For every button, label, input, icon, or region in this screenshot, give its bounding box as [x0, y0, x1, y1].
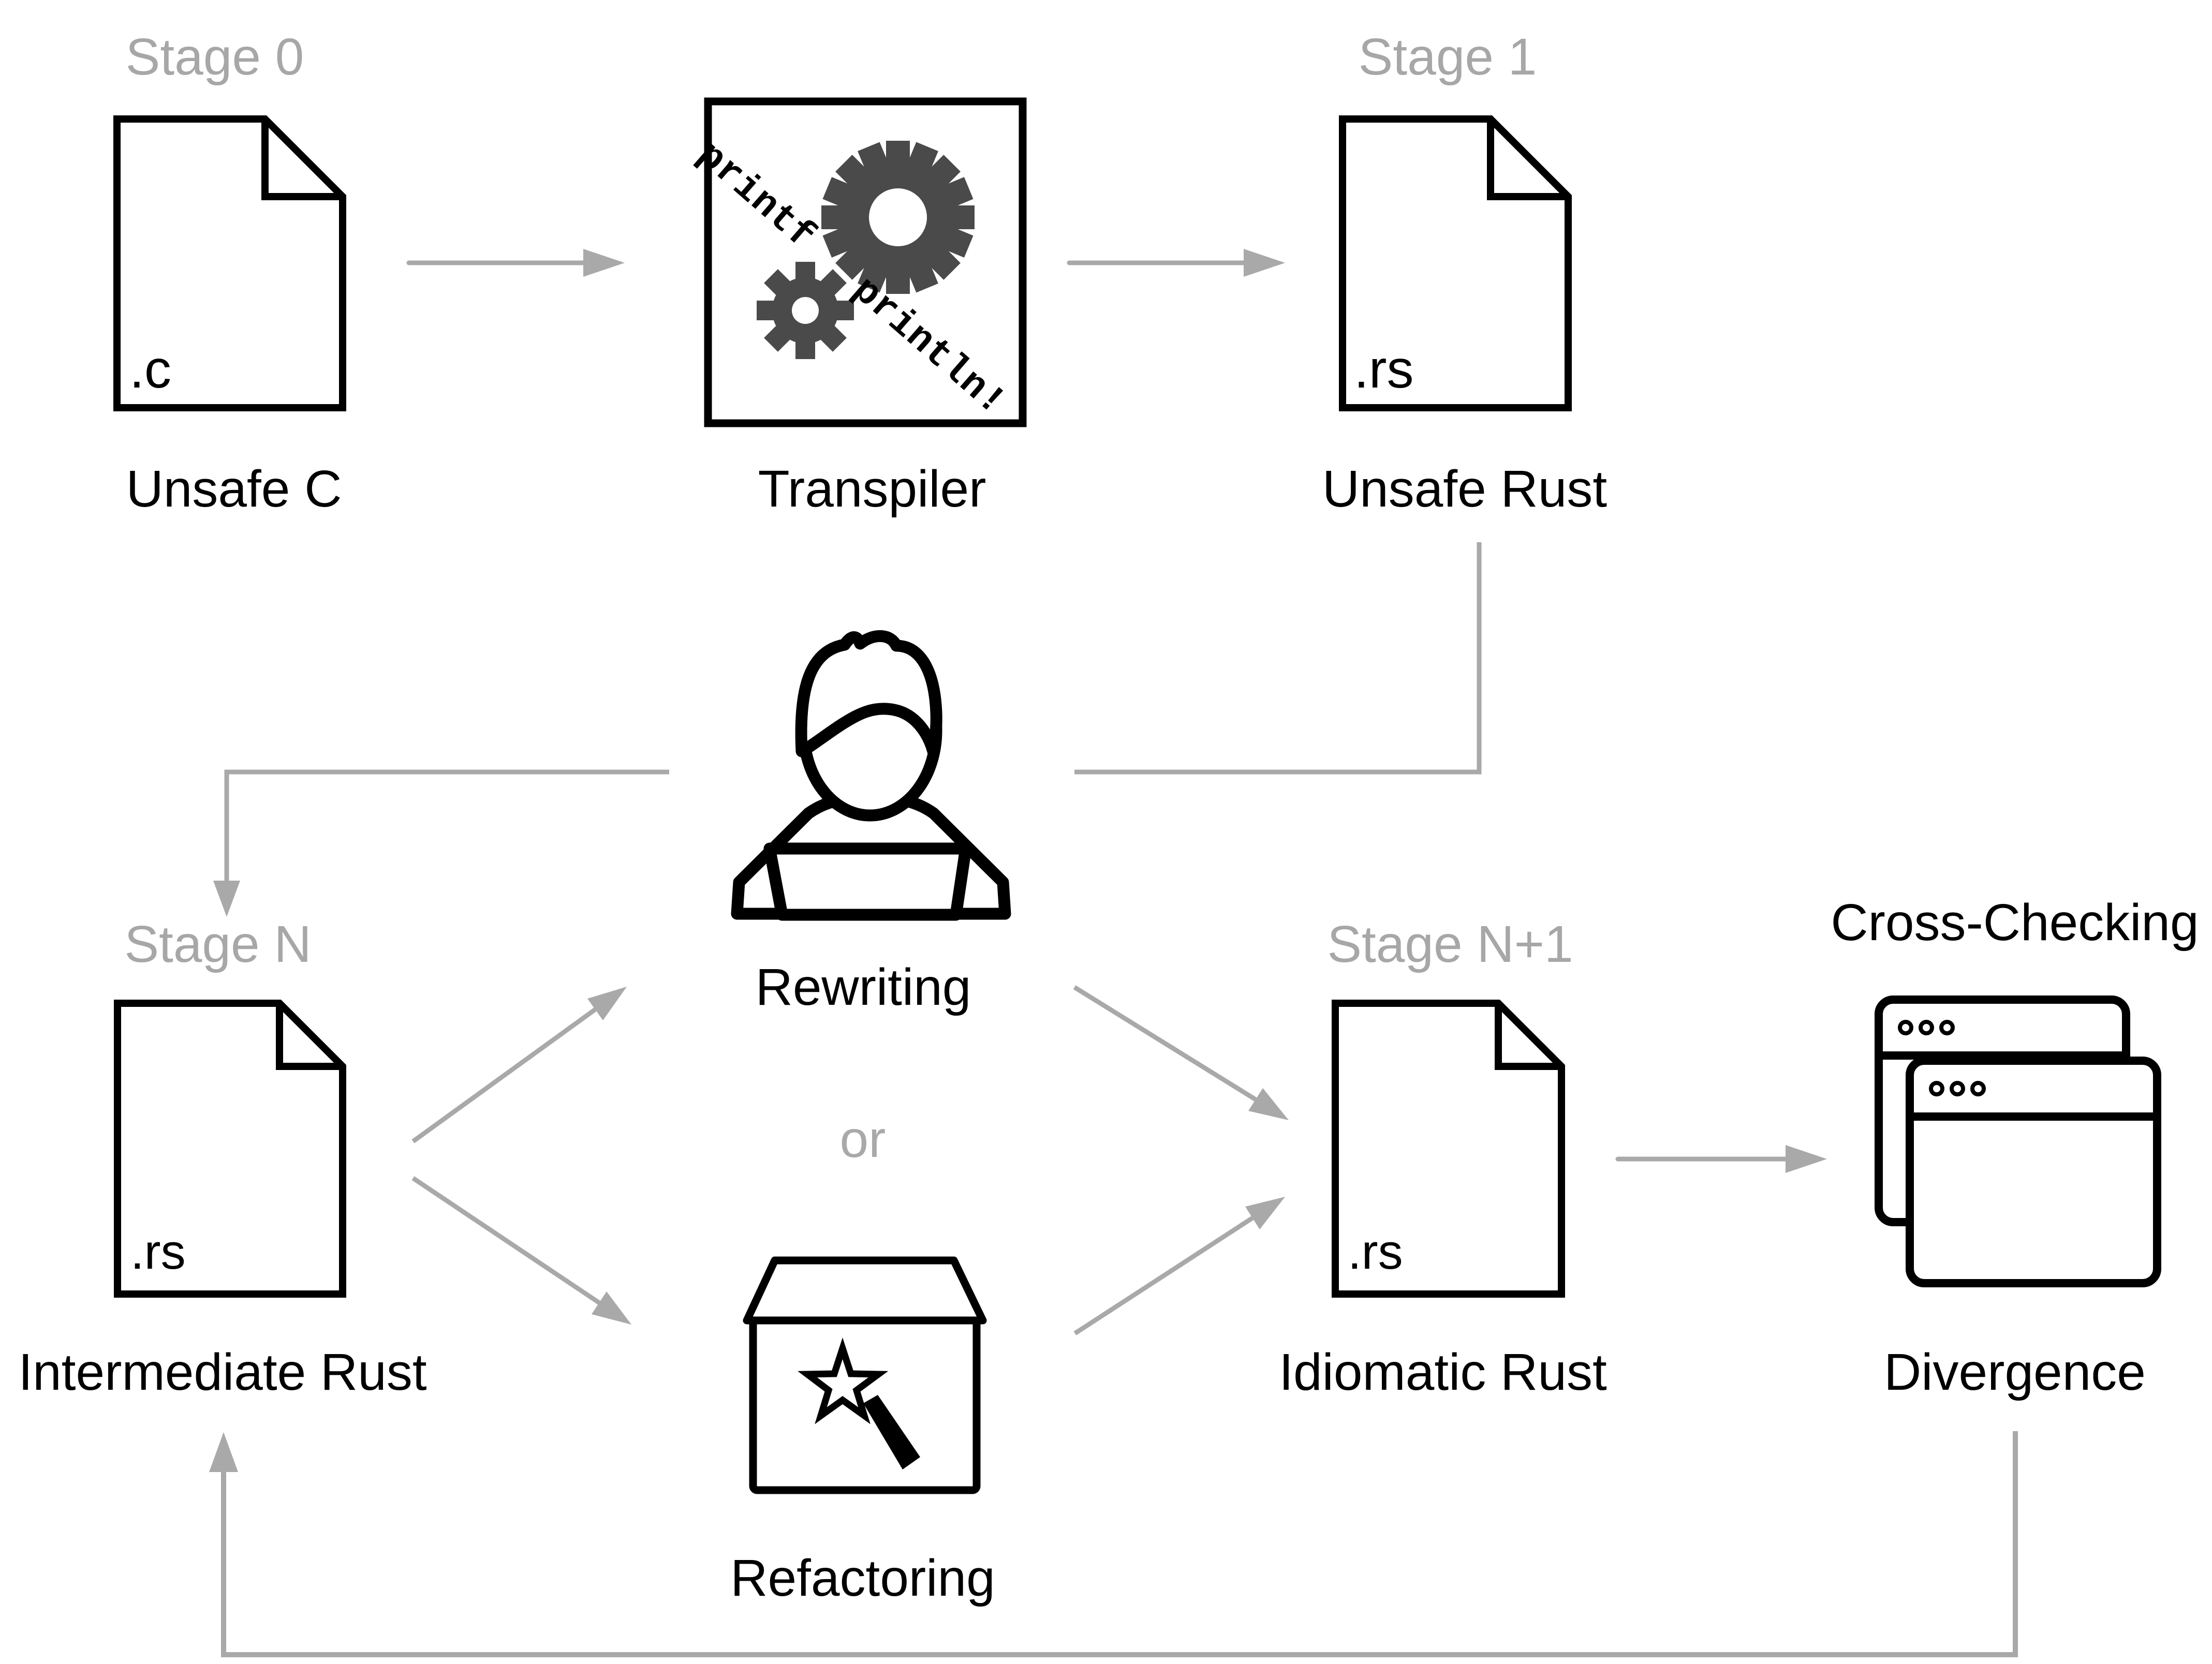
front-window [1906, 1057, 2161, 1287]
arrow-intermediate-to-rewriting [411, 987, 627, 1143]
overlapping-windows-icon [1875, 996, 2161, 1287]
unsafe-rust-caption: Unsafe Rust [1322, 460, 1608, 518]
stage0-label: Stage 0 [125, 28, 304, 86]
rs-file-extension-unsafe: .rs [1354, 339, 1414, 399]
c-file-extension: .c [129, 339, 171, 399]
arrow-rewriting-to-idiomatic [1073, 985, 1289, 1120]
rs-file-extension-intermediate: .rs [130, 1224, 186, 1280]
stage1-label: Stage 1 [1358, 28, 1537, 86]
magic-wand-box-icon [743, 1256, 987, 1494]
magic-wand [798, 1338, 920, 1469]
rs-file-icon-idiomatic [1332, 1000, 1565, 1298]
stage-n1-label: Stage N+1 [1327, 915, 1573, 973]
stage-n-label: Stage N [124, 915, 312, 973]
divergence-caption: Divergence [1884, 1343, 2146, 1401]
or-label: or [839, 1110, 886, 1168]
rs-file-extension-idiomatic: .rs [1348, 1224, 1403, 1280]
transpiler-caption: Transpiler [758, 460, 986, 518]
unsafe-c-caption: Unsafe C [126, 460, 342, 518]
arrow-idiomatic-to-crosschecking [1615, 1145, 1827, 1173]
arrow-refactoring-to-idiomatic [1073, 1197, 1285, 1335]
arrow-transpiler-to-rust [1067, 249, 1285, 277]
connector-divergence-feedback-loop [209, 1431, 2018, 1657]
intermediate-rust-caption: Intermediate Rust [18, 1343, 427, 1401]
gears-icon [757, 141, 975, 359]
refactoring-caption: Refactoring [730, 1549, 995, 1607]
rewriting-caption: Rewriting [755, 958, 971, 1016]
c-file-icon [113, 115, 346, 411]
person-at-laptop-icon [731, 630, 1011, 921]
arrow-intermediate-to-refactoring [411, 1176, 631, 1325]
big-gear [821, 141, 975, 294]
connector-unsafe-rust-to-stage-n [213, 542, 1482, 917]
rs-file-icon-unsafe-rust [1339, 115, 1572, 411]
cross-checking-title: Cross-Checking [1831, 894, 2199, 952]
transpiler-box [704, 97, 1027, 427]
arrow-c-to-transpiler [406, 249, 625, 277]
flow-arrows [209, 249, 2018, 1657]
small-gear [757, 262, 854, 359]
idiomatic-rust-caption: Idiomatic Rust [1279, 1343, 1607, 1401]
rs-file-icon-intermediate [114, 1000, 346, 1298]
